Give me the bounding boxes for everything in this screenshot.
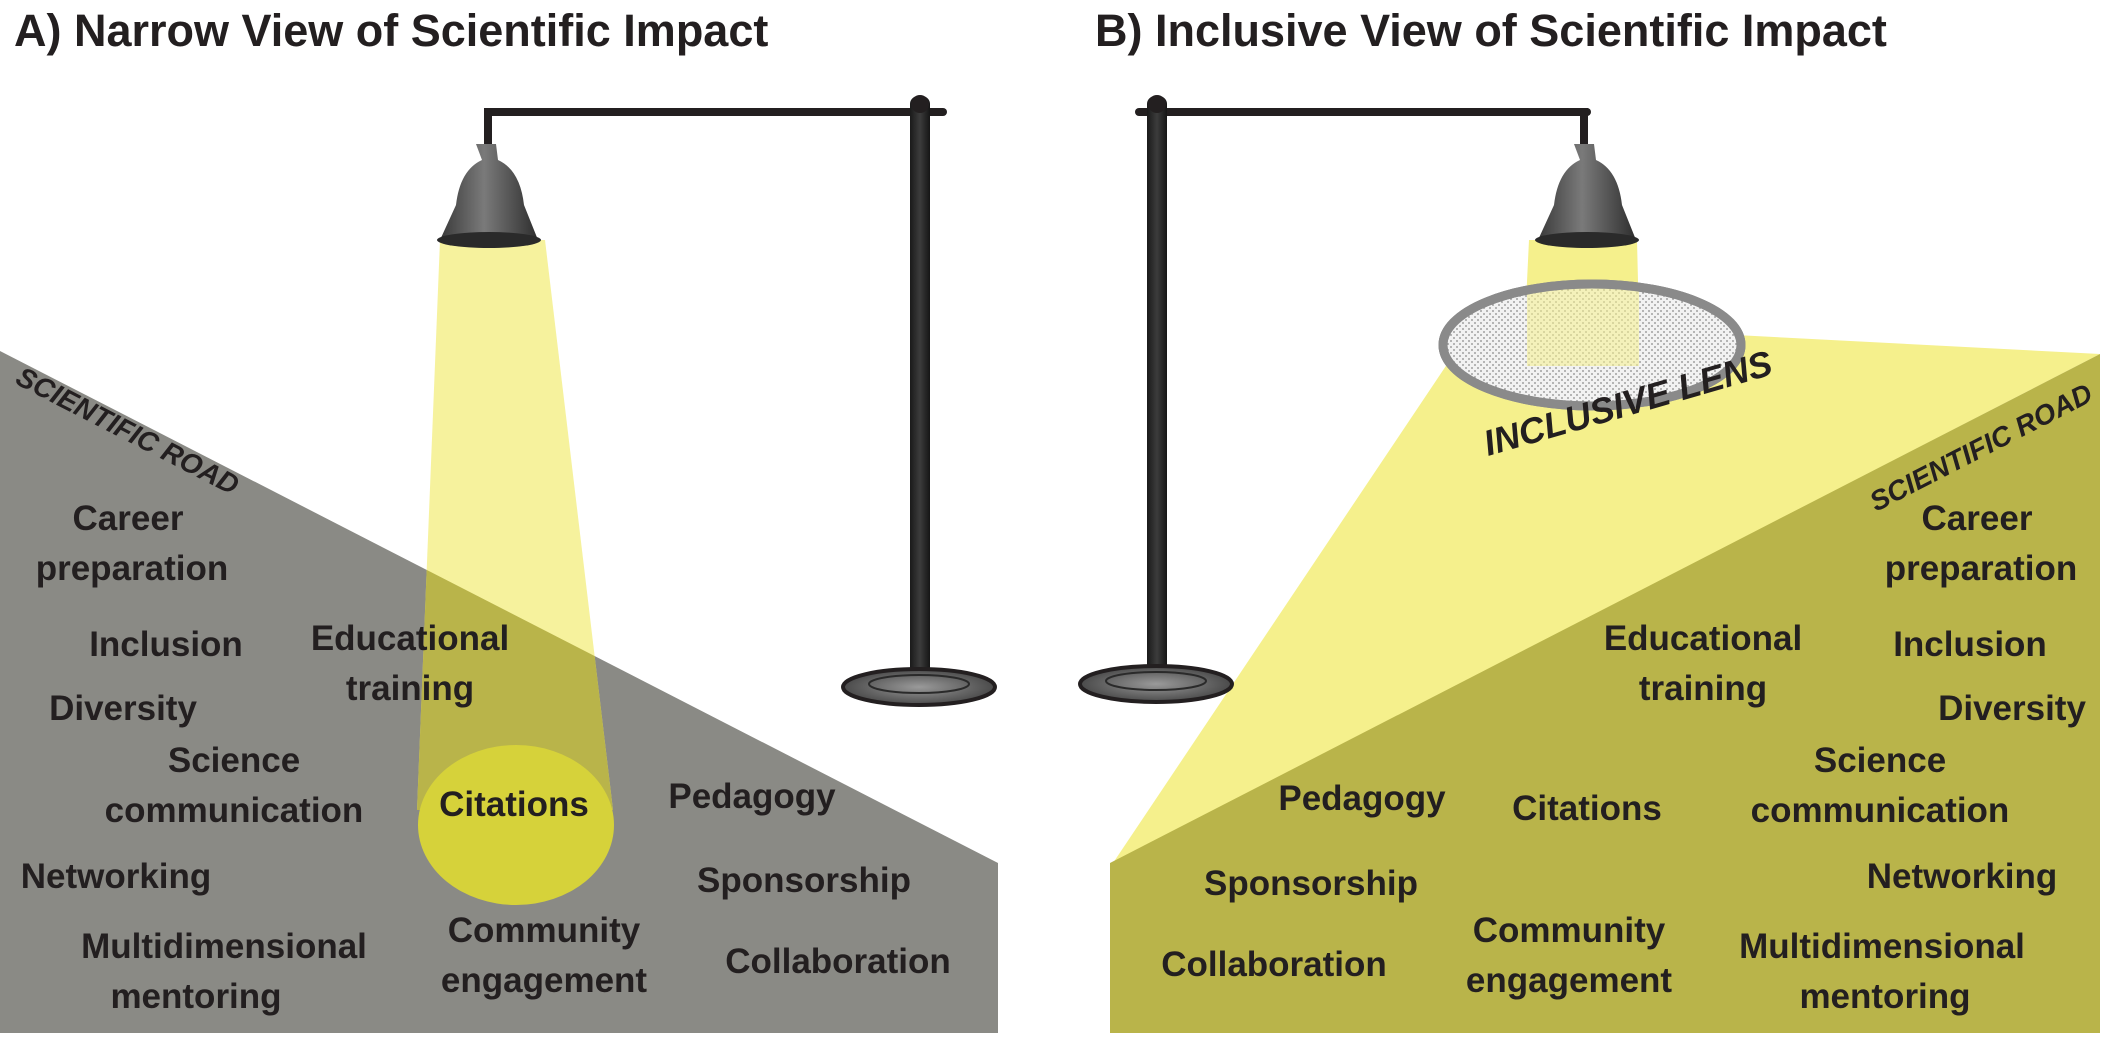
panel-b: B) Inclusive View of Scientific Impact I…	[1080, 5, 2100, 1033]
item-collaboration: Collaboration	[725, 942, 951, 981]
lamp-shade	[1538, 144, 1636, 240]
item-science: Science	[1814, 741, 1946, 780]
item-inclusion: Inclusion	[1893, 625, 2047, 664]
item-diversity: Diversity	[49, 689, 197, 728]
item-mentoring: Multidimensional	[81, 927, 367, 966]
item-citations: Citations	[1512, 789, 1662, 828]
item-community: Community	[448, 911, 641, 950]
lamp-pole	[910, 96, 930, 680]
item-sponsorship: Sponsorship	[1204, 864, 1418, 903]
item-community-line2: engagement	[441, 961, 647, 1000]
item-career-line2: preparation	[36, 549, 229, 588]
item-career: Career	[1922, 499, 2033, 538]
panel-b-title: B) Inclusive View of Scientific Impact	[1095, 5, 1887, 56]
item-pedagogy: Pedagogy	[668, 777, 836, 816]
item-educational-line2: training	[346, 669, 474, 708]
item-science-line2: communication	[1751, 791, 2010, 830]
item-citations: Citations	[439, 785, 589, 824]
item-diversity: Diversity	[1938, 689, 2086, 728]
item-mentoring-line2: mentoring	[110, 977, 281, 1016]
panel-a: A) Narrow View of Scientific Impact SCIE…	[0, 5, 998, 1033]
item-educational: Educational	[311, 619, 509, 658]
item-science: Science	[168, 741, 300, 780]
spotlight-a	[418, 745, 614, 905]
lamp-shade-rim	[1535, 232, 1639, 248]
lamp-shade	[440, 144, 538, 240]
item-collaboration: Collaboration	[1161, 945, 1387, 984]
item-career-line2: preparation	[1885, 549, 2078, 588]
lens-light-pass	[1527, 286, 1639, 366]
item-science-line2: communication	[105, 791, 364, 830]
item-community: Community	[1473, 911, 1666, 950]
lamp-pole	[1147, 96, 1167, 676]
lamp-arm	[485, 108, 947, 116]
item-educational-line2: training	[1639, 669, 1767, 708]
lamp-arm	[1135, 108, 1591, 116]
item-community-line2: engagement	[1466, 961, 1672, 1000]
item-pedagogy: Pedagogy	[1278, 779, 1446, 818]
pole-cap	[911, 95, 929, 113]
item-networking: Networking	[21, 857, 212, 896]
item-inclusion: Inclusion	[89, 625, 243, 664]
item-educational: Educational	[1604, 619, 1802, 658]
pole-cap	[1148, 95, 1166, 113]
item-networking: Networking	[1867, 857, 2058, 896]
panel-a-title: A) Narrow View of Scientific Impact	[14, 5, 768, 56]
item-mentoring: Multidimensional	[1739, 927, 2025, 966]
item-career: Career	[73, 499, 184, 538]
item-mentoring-line2: mentoring	[1799, 977, 1970, 1016]
item-sponsorship: Sponsorship	[697, 861, 911, 900]
lamp-shade-rim	[437, 232, 541, 248]
lamp-hanger	[1580, 108, 1588, 144]
lamp-hanger	[484, 108, 492, 144]
